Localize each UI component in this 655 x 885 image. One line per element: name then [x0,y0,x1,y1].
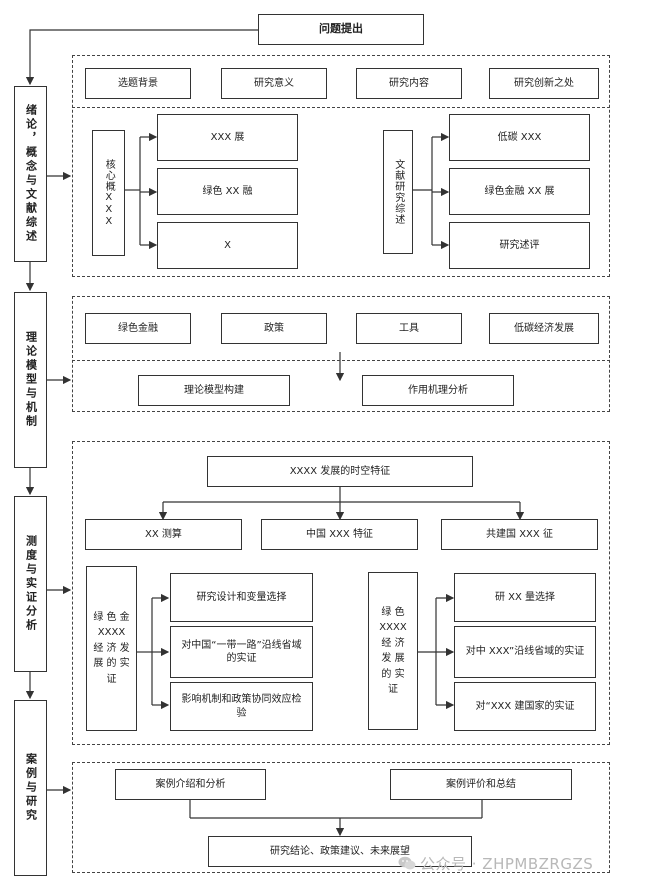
concept-item-1: XXX 展 [157,114,298,161]
wechat-icon [398,856,416,870]
intro-item-significance: 研究意义 [221,68,327,99]
measure-section-frame [72,441,610,745]
theory-divider [72,360,610,361]
literature-item-3: 研究述评 [449,222,590,269]
measure-item-3: 共建国 XXX 征 [441,519,598,550]
left-empirical-item-2: 对中国“一带一路”沿线省域的实证 [170,626,313,678]
section-label-theory-text: 理论模型与机制 [24,331,38,429]
left-empirical-item-3: 影响机制和政策协同效应检验 [170,682,313,731]
intro-divider [72,107,610,108]
right-empirical-item-1: 研 XX 量选择 [454,573,596,622]
intro-item-background: 选题背景 [85,68,191,99]
problem-statement-box: 问题提出 [258,14,424,45]
intro-item-content: 研究内容 [356,68,462,99]
left-empirical-item-1: 研究设计和变量选择 [170,573,313,622]
left-empirical-label: 绿 色 金 XXXX 经 济 发 展 的 实 证 [86,566,137,731]
section-label-measure-text: 测度与实证分析 [24,535,38,633]
theory-section-frame [72,296,610,412]
literature-item-1: 低碳 XXX [449,114,590,161]
section-label-theory: 理论模型与机制 [14,292,47,468]
concept-item-3: X [157,222,298,269]
theory-item-low-carbon: 低碳经济发展 [489,313,599,344]
intro-section-frame [72,55,610,277]
section-label-measure: 测度与实证分析 [14,496,47,672]
measure-item-2: 中国 XXX 特征 [261,519,418,550]
theory-model-box: 理论模型构建 [138,375,290,406]
literature-item-2: 绿色金融 XX 展 [449,168,590,215]
conclusion-box: 研究结论、政策建议、未来展望 [208,836,472,867]
theory-item-policy: 政策 [221,313,327,344]
literature-review-box: 文献研究综述 [383,130,413,254]
watermark-text: 公众号 · ZHPMBZRGZS [420,855,594,873]
watermark: 公众号 · ZHPMBZRGZS [398,853,593,874]
right-empirical-label: 绿 色 XXXX 经 济 发 展 的 实 证 [368,572,418,730]
concept-item-2: 绿色 XX 融 [157,168,298,215]
spatiotemporal-feature-box: XXXX 发展的时空特征 [207,456,473,487]
right-empirical-item-2: 对中 XXX”沿线省域的实证 [454,626,596,678]
right-empirical-item-3: 对“XXX 建国家的实证 [454,682,596,731]
case-evaluation-box: 案例评价和总结 [390,769,572,800]
case-section-frame [72,762,610,873]
case-introduction-box: 案例介绍和分析 [115,769,266,800]
section-label-case: 案例与研究 [14,700,47,876]
theory-item-tools: 工具 [356,313,462,344]
section-label-case-text: 案例与研究 [24,753,38,823]
section-label-intro-text: 绪论，概念与文献综述 [24,104,38,244]
core-concept-box: 核心概XXX [92,130,125,256]
theory-item-green-finance: 绿色金融 [85,313,191,344]
section-label-intro: 绪论，概念与文献综述 [14,86,47,262]
mechanism-analysis-box: 作用机理分析 [362,375,514,406]
intro-item-innovation: 研究创新之处 [489,68,599,99]
measure-item-1: XX 测算 [85,519,242,550]
